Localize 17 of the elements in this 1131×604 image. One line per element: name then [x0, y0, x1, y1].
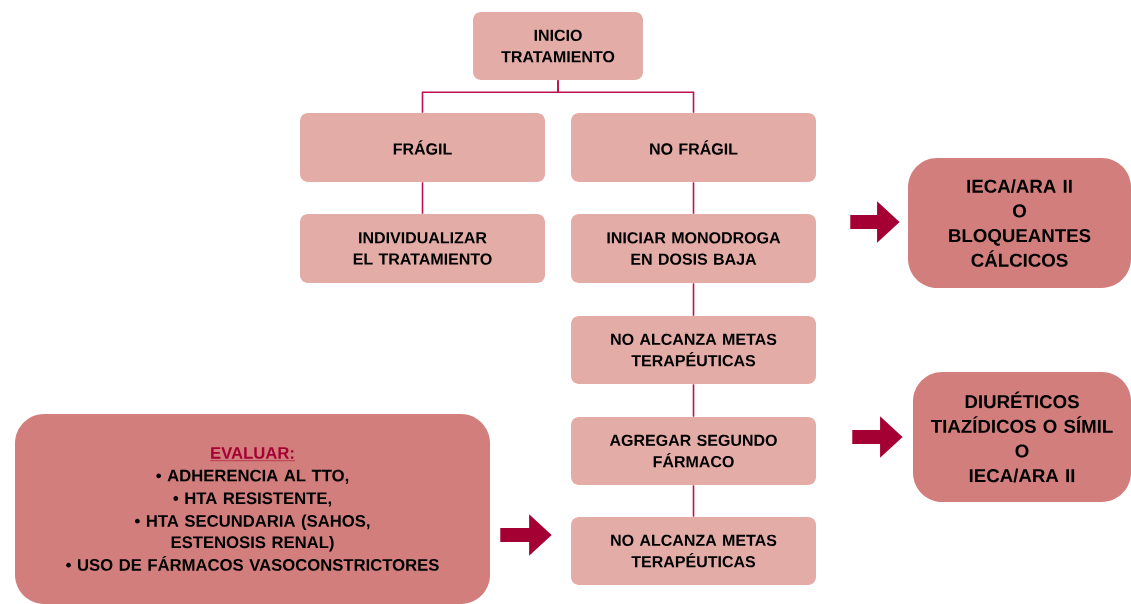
note-box: EVALUAR: • ADHERENCIA AL TTO, • HTA RESISTENTE, • HTA SECUNDARIA (SAHOS, ESTENOSIS RENAL) • USO DE FÁRMACOS VASOCONSTRICTORES — [15, 414, 490, 604]
treatment-box: IECA/ARA II O BLOQUEANTES CÁLCICOS — [908, 158, 1131, 288]
connector-line — [421, 181, 424, 215]
connector-line — [692, 484, 695, 518]
connector-line — [557, 79, 695, 114]
process-box: NO FRÁGIL — [571, 113, 816, 182]
process-box: INICIAR MONODROGA EN DOSIS BAJA — [571, 214, 816, 283]
process-box: INDIVIDUALIZAR EL TRATAMIENTO — [300, 214, 545, 283]
process-box: AGREGAR SEGUNDO FÁRMACO — [571, 417, 816, 485]
process-box: NO ALCANZA METAS TERAPÉUTICAS — [571, 316, 816, 384]
connector-line — [692, 383, 695, 418]
treatment-box: DIURÉTICOS TIAZÍDICOS O SÍMIL O IECA/ARA II — [913, 372, 1131, 502]
connector-line — [692, 181, 695, 215]
process-box: NO ALCANZA METAS TERAPÉUTICAS — [571, 517, 816, 585]
process-box: FRÁGIL — [300, 113, 545, 182]
connector-line — [692, 282, 695, 317]
start-box: INICIO TRATAMIENTO — [473, 12, 643, 80]
